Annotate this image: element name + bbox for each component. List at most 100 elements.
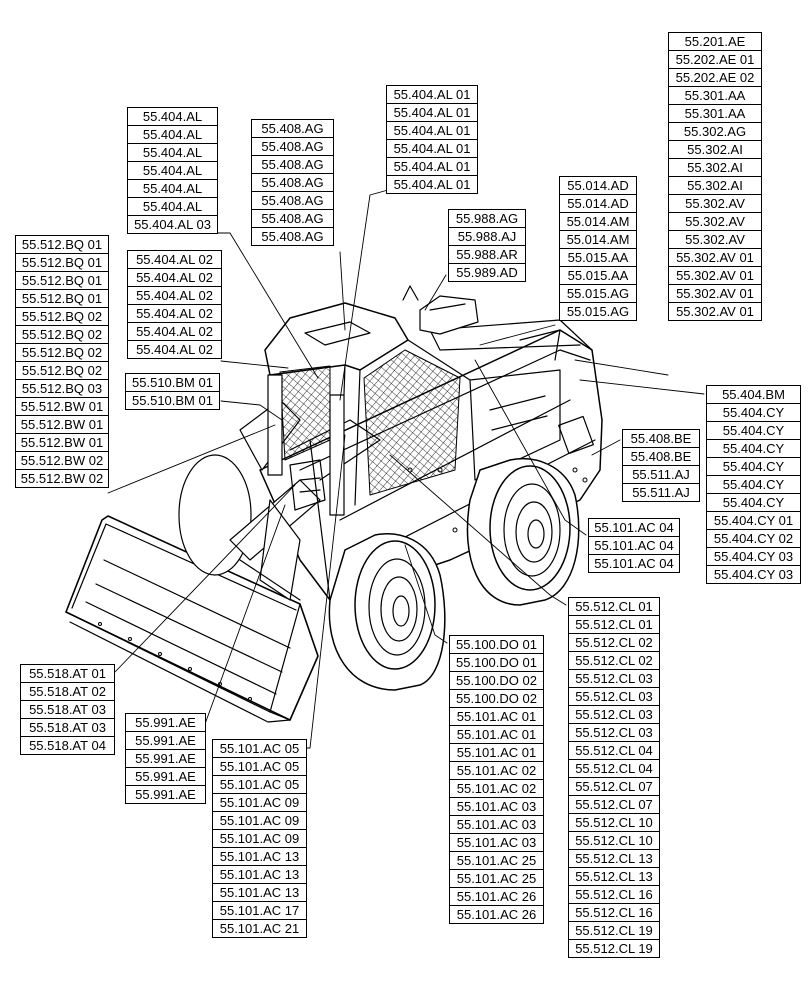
part-number-label: 55.512.BW 01 — [15, 415, 109, 434]
part-number-label: 55.302.AV — [668, 230, 762, 249]
part-number-label: 55.404.AL 01 — [386, 157, 478, 176]
part-number-label: 55.101.AC 05 — [212, 757, 307, 776]
part-number-label: 55.512.CL 19 — [568, 939, 660, 958]
part-number-label: 55.101.AC 26 — [449, 887, 544, 906]
part-number-label: 55.512.BW 01 — [15, 397, 109, 416]
part-number-label: 55.404.AL 03 — [127, 215, 218, 234]
part-number-label: 55.408.AG — [251, 137, 334, 156]
part-number-label: 55.101.AC 05 — [212, 739, 307, 758]
part-number-label: 55.302.AI — [668, 176, 762, 195]
part-number-label: 55.408.AG — [251, 191, 334, 210]
part-number-label: 55.404.CY 01 — [706, 511, 801, 530]
part-number-label: 55.302.AV — [668, 194, 762, 213]
part-number-label: 55.101.AC 09 — [212, 793, 307, 812]
part-number-label: 55.014.AM — [559, 230, 637, 249]
part-number-label: 55.408.AG — [251, 173, 334, 192]
part-number-label: 55.101.AC 04 — [588, 518, 680, 537]
part-number-label: 55.512.BQ 02 — [15, 343, 109, 362]
part-number-label: 55.512.BQ 01 — [15, 253, 109, 272]
part-number-label: 55.512.BQ 01 — [15, 271, 109, 290]
part-number-label: 55.404.AL 02 — [127, 268, 222, 287]
part-number-label: 55.408.BE — [622, 429, 700, 448]
part-number-label: 55.404.CY 02 — [706, 529, 801, 548]
part-number-label: 55.101.AC 13 — [212, 865, 307, 884]
part-number-label: 55.404.AL 01 — [386, 121, 478, 140]
part-number-label: 55.511.AJ — [622, 483, 700, 502]
part-number-label: 55.404.AL 02 — [127, 250, 222, 269]
part-number-label: 55.408.AG — [251, 119, 334, 138]
part-number-label: 55.512.CL 10 — [568, 831, 660, 850]
part-number-label: 55.512.CL 07 — [568, 777, 660, 796]
part-number-label: 55.101.AC 25 — [449, 851, 544, 870]
part-number-label: 55.101.AC 21 — [212, 919, 307, 938]
part-number-label: 55.404.CY 03 — [706, 547, 801, 566]
part-number-label: 55.101.AC 01 — [449, 743, 544, 762]
part-number-label: 55.518.AT 03 — [20, 718, 115, 737]
part-number-label: 55.988.AG — [448, 209, 526, 228]
part-number-label: 55.101.AC 04 — [588, 536, 680, 555]
part-number-label: 55.404.CY — [706, 457, 801, 476]
part-number-label: 55.302.AV 01 — [668, 248, 762, 267]
part-number-label: 55.014.AD — [559, 176, 637, 195]
part-number-label: 55.404.CY — [706, 493, 801, 512]
part-number-label: 55.404.AL — [127, 161, 218, 180]
part-number-label: 55.404.AL 02 — [127, 286, 222, 305]
part-number-label: 55.512.BQ 03 — [15, 379, 109, 398]
leader-lines — [107, 189, 705, 749]
part-number-label: 55.512.CL 03 — [568, 687, 660, 706]
part-number-label: 55.302.AI — [668, 140, 762, 159]
operator-cab — [264, 302, 471, 516]
part-number-label: 55.512.CL 03 — [568, 723, 660, 742]
part-number-label: 55.512.BQ 01 — [15, 289, 109, 308]
front-wheel — [328, 533, 446, 691]
part-number-label: 55.101.AC 02 — [449, 779, 544, 798]
part-number-label: 55.302.AV 01 — [668, 284, 762, 303]
part-number-label: 55.988.AJ — [448, 227, 526, 246]
part-number-label: 55.101.AC 17 — [212, 901, 307, 920]
part-number-label: 55.404.AL 02 — [127, 304, 222, 323]
part-number-label: 55.302.AV 01 — [668, 266, 762, 285]
part-number-label: 55.014.AM — [559, 212, 637, 231]
part-number-label: 55.301.AA — [668, 104, 762, 123]
part-number-label: 55.989.AD — [448, 263, 526, 282]
part-number-label: 55.408.AG — [251, 155, 334, 174]
part-number-label: 55.101.AC 01 — [449, 707, 544, 726]
part-number-label: 55.512.CL 04 — [568, 741, 660, 760]
part-number-label: 55.512.CL 03 — [568, 705, 660, 724]
part-number-label: 55.101.AC 02 — [449, 761, 544, 780]
part-number-label: 55.512.CL 01 — [568, 597, 660, 616]
part-number-label: 55.404.AL 01 — [386, 139, 478, 158]
part-number-label: 55.101.AC 13 — [212, 883, 307, 902]
part-number-label: 55.512.BW 01 — [15, 433, 109, 452]
part-number-label: 55.404.CY — [706, 403, 801, 422]
part-number-label: 55.512.CL 13 — [568, 867, 660, 886]
part-number-label: 55.404.CY — [706, 475, 801, 494]
part-number-label: 55.404.AL — [127, 143, 218, 162]
part-number-label: 55.511.AJ — [622, 465, 700, 484]
part-number-label: 55.512.CL 02 — [568, 651, 660, 670]
part-number-label: 55.101.AC 05 — [212, 775, 307, 794]
part-number-label: 55.302.AG — [668, 122, 762, 141]
part-number-label: 55.015.AA — [559, 266, 637, 285]
part-number-label: 55.101.AC 25 — [449, 869, 544, 888]
part-number-label: 55.991.AE — [125, 785, 206, 804]
part-number-label: 55.512.CL 16 — [568, 885, 660, 904]
part-number-label: 55.302.AI — [668, 158, 762, 177]
part-number-label: 55.100.DO 02 — [449, 689, 544, 708]
part-number-label: 55.101.AC 26 — [449, 905, 544, 924]
part-number-label: 55.301.AA — [668, 86, 762, 105]
part-number-label: 55.408.AG — [251, 227, 334, 246]
part-number-label: 55.512.BQ 01 — [15, 235, 109, 254]
part-number-label: 55.101.AC 04 — [588, 554, 680, 573]
part-number-label: 55.512.CL 19 — [568, 921, 660, 940]
